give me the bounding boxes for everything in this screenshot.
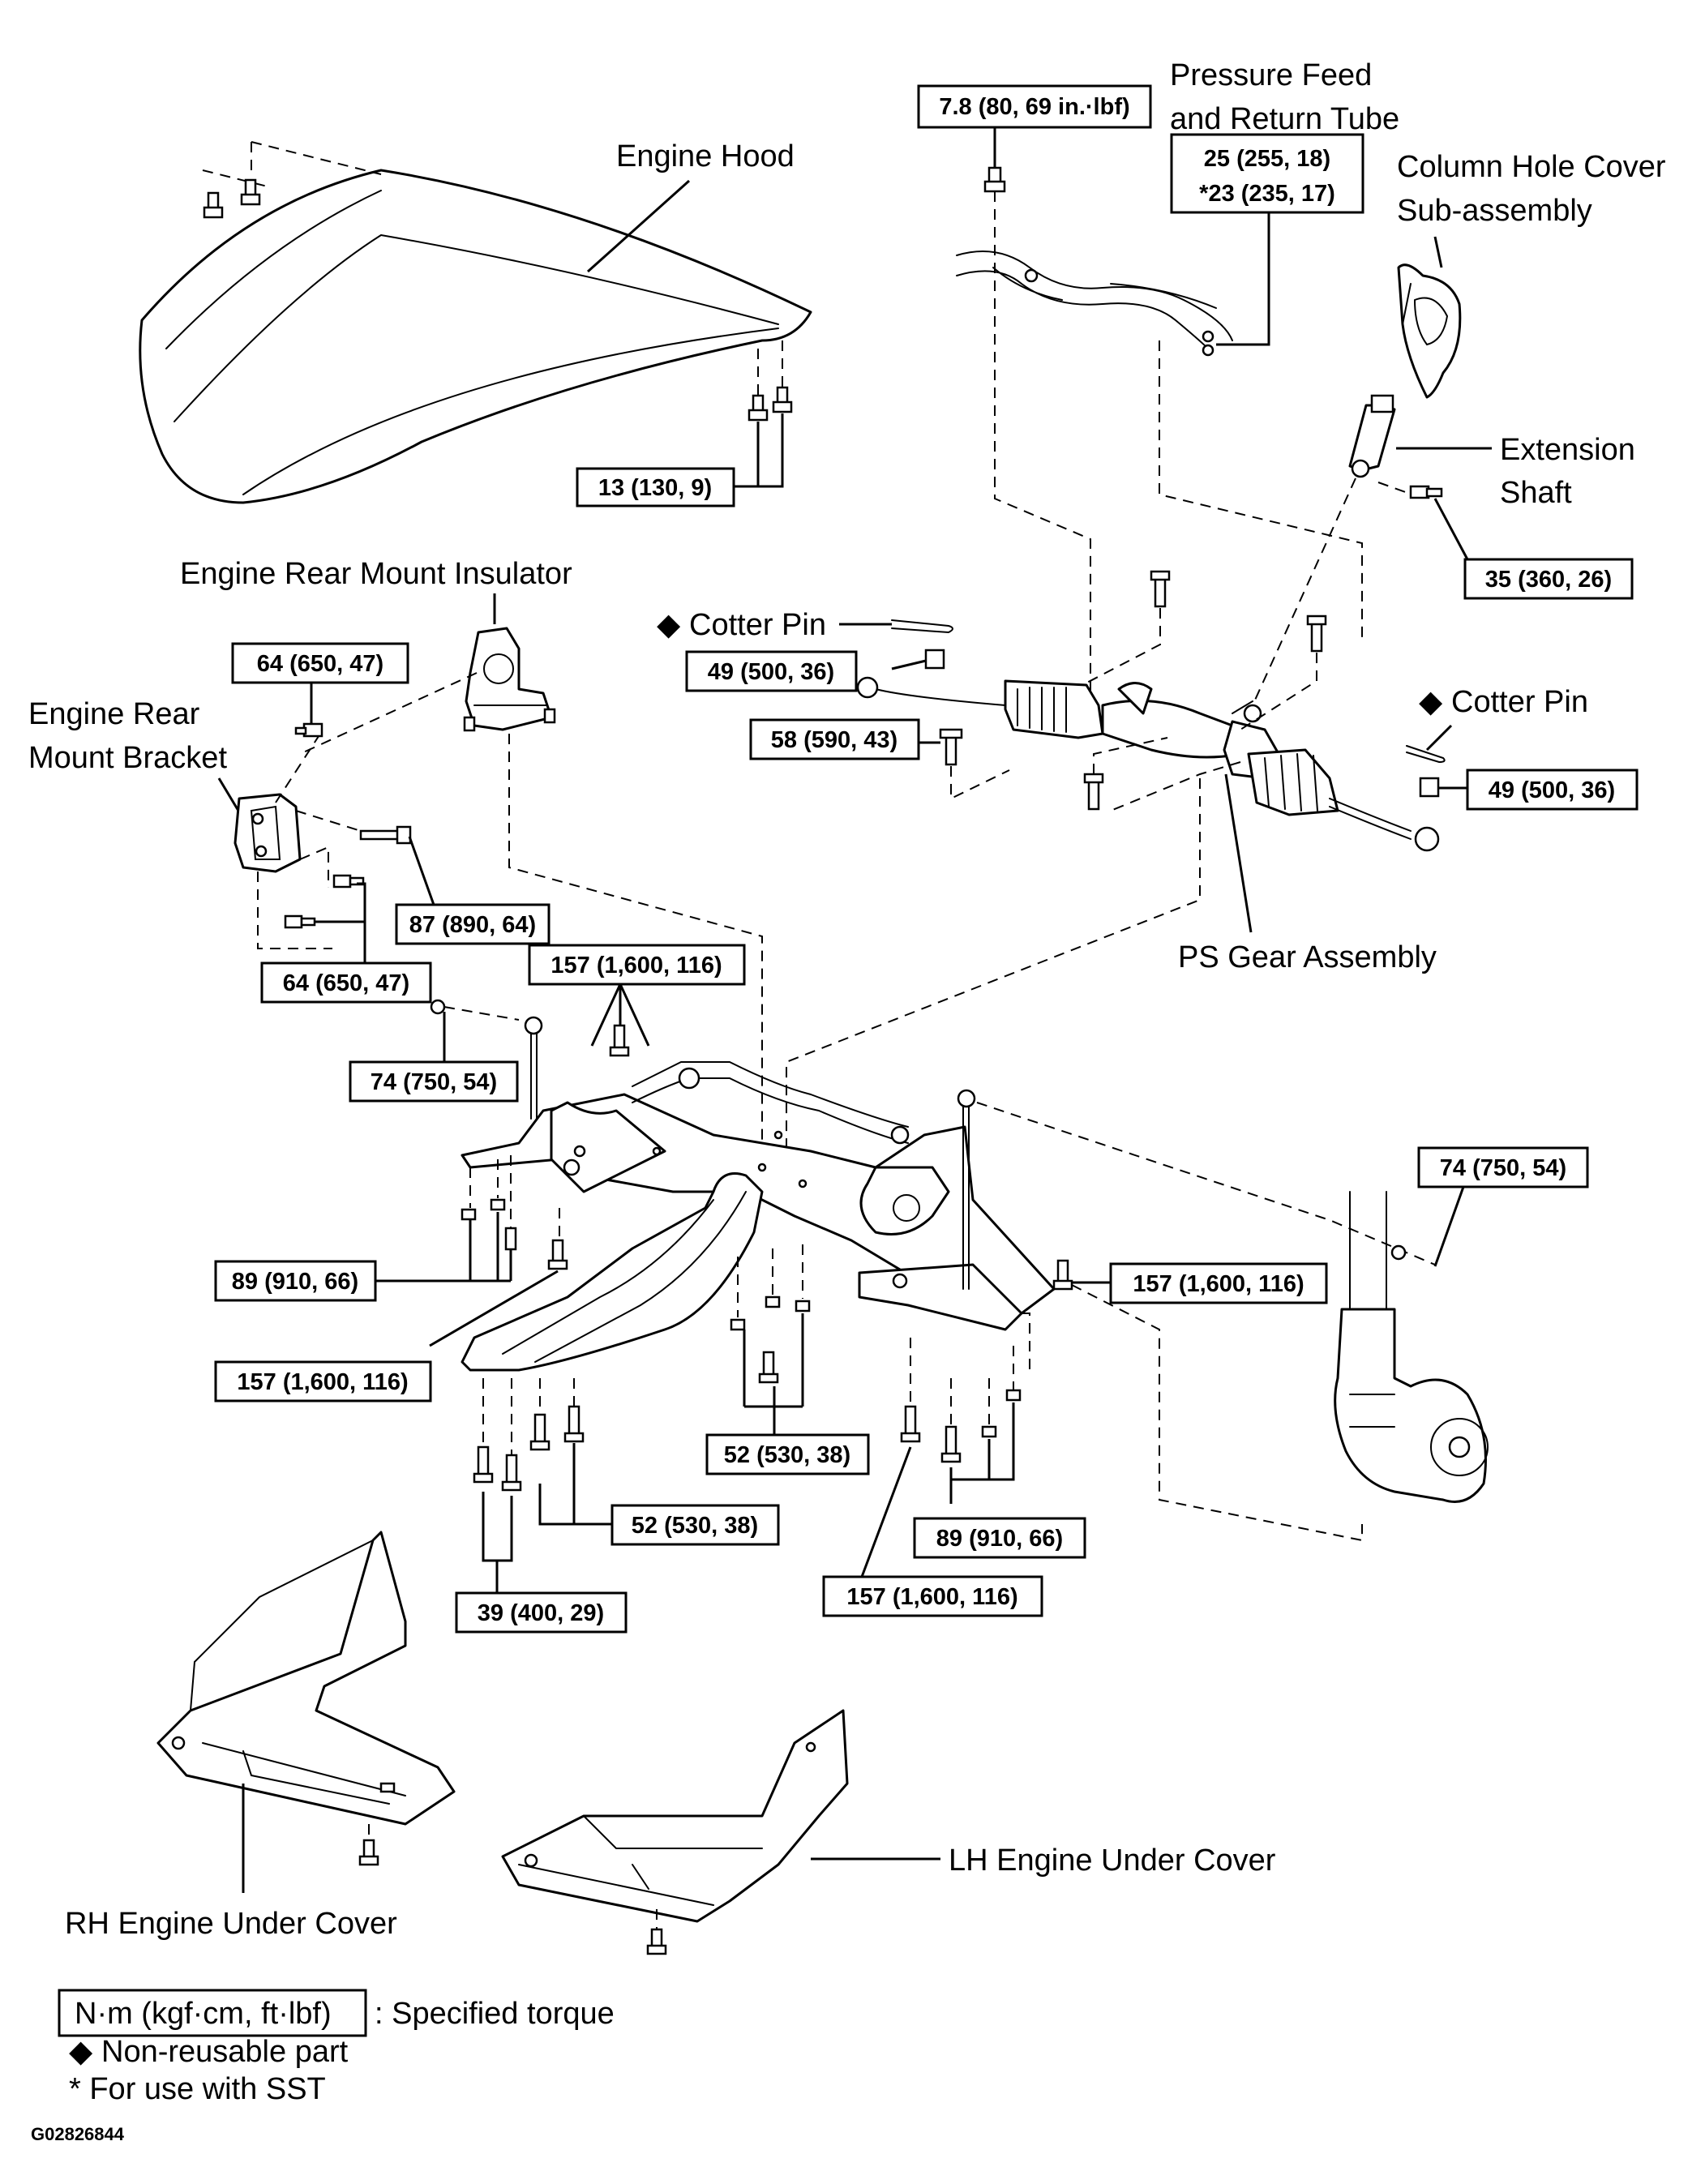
torque-13: 13 (130, 9) [576, 467, 735, 507]
svg-text:89 (910, 66): 89 (910, 66) [232, 1269, 358, 1295]
cotter-pin-left-drawing [891, 619, 953, 634]
hood-hinge-bolts-top [203, 178, 261, 219]
engine-rear-mount-bracket-label-2: Mount Bracket [28, 741, 227, 775]
engine-hood-label: Engine Hood [616, 139, 795, 173]
extension-shaft-label-1: Extension [1500, 433, 1635, 467]
torque-58: 58 (590, 43) [749, 718, 920, 760]
ps-gear-assembly-drawing [856, 676, 1440, 852]
torque-89-a: 89 (910, 66) [214, 1260, 377, 1302]
nut-left [924, 649, 945, 670]
column-hole-cover-label-2: Sub-assembly [1397, 194, 1592, 228]
engine-rear-mount-insulator-label: Engine Rear Mount Insulator [180, 557, 572, 591]
torque-64-b: 64 (650, 47) [260, 961, 432, 1004]
torque-39: 39 (400, 29) [455, 1591, 628, 1634]
lh-engine-under-cover-label: LH Engine Under Cover [949, 1844, 1276, 1878]
torque-25-23: 25 (255, 18) *23 (235, 17) [1170, 133, 1364, 214]
lower-bolts-left [473, 1378, 585, 1492]
unit-box-text: N·m (kgf·cm, ft·lbf) [75, 1997, 332, 2031]
hood-hinge-bolts-bottom [748, 340, 793, 422]
steering-knuckle-drawing [1334, 1191, 1489, 1503]
svg-text:39 (400, 29): 39 (400, 29) [478, 1600, 604, 1626]
svg-text:13 (130, 9): 13 (130, 9) [598, 475, 712, 501]
extension-bolt [1377, 482, 1443, 499]
svg-text:64 (650, 47): 64 (650, 47) [283, 970, 409, 996]
cotter-pin-right-label: Cotter Pin [1451, 685, 1588, 719]
black-diamond-icon: ◆ [657, 608, 681, 642]
rh-under-cover-bolt [358, 1824, 379, 1866]
torque-157-d: 157 (1,600, 116) [822, 1575, 1043, 1617]
svg-text:52 (530, 38): 52 (530, 38) [724, 1442, 850, 1468]
crossmember-bolts [461, 1155, 1363, 1542]
lh-under-cover-bolt [646, 1909, 667, 1955]
torque-52-b: 52 (530, 38) [610, 1504, 780, 1546]
legend-torque-unit: N·m (kgf·cm, ft·lbf) : Specified torque [58, 1989, 615, 2037]
rh-engine-under-cover-label: RH Engine Under Cover [65, 1907, 397, 1941]
pressure-feed-label-1: Pressure Feed [1170, 58, 1372, 92]
svg-text:49 (500, 36): 49 (500, 36) [708, 659, 834, 685]
engine-hood-drawing [139, 141, 812, 504]
torque-89-b: 89 (910, 66) [913, 1517, 1086, 1559]
svg-text:157 (1,600, 116): 157 (1,600, 116) [846, 1584, 1017, 1610]
torque-52-a: 52 (530, 38) [705, 1433, 870, 1475]
torque-157-c: 157 (1,600, 116) [1109, 1262, 1328, 1304]
svg-text:64 (650, 47): 64 (650, 47) [257, 651, 383, 677]
svg-text:35 (360, 26): 35 (360, 26) [1485, 567, 1612, 593]
torque-64-a: 64 (650, 47) [231, 642, 409, 684]
svg-text:49 (500, 36): 49 (500, 36) [1489, 777, 1615, 803]
svg-text:25 (255, 18): 25 (255, 18) [1204, 146, 1330, 172]
engine-rear-mount-bracket-label-1: Engine Rear [28, 697, 200, 731]
svg-text:74 (750, 54): 74 (750, 54) [371, 1069, 497, 1095]
black-diamond-icon: ◆ [1419, 685, 1443, 719]
unit-desc-text: : Specified torque [375, 1997, 615, 2031]
torque-49-a: 49 (500, 36) [685, 650, 858, 692]
svg-text:52 (530, 38): 52 (530, 38) [632, 1513, 758, 1539]
ps-gear-assembly-label: PS Gear Assembly [1178, 940, 1437, 974]
svg-text:87 (890, 64): 87 (890, 64) [409, 912, 536, 938]
torque-74-a: 74 (750, 54) [349, 1060, 519, 1103]
suspension-crossmember-drawing [461, 1061, 1056, 1372]
engine-rear-mount-bracket-drawing [233, 733, 362, 949]
svg-text:*23 (235, 17): *23 (235, 17) [1199, 181, 1335, 207]
pressure-feed-label-2: and Return Tube [1170, 102, 1399, 136]
svg-text:7.8 (80, 69 in.·lbf): 7.8 (80, 69 in.·lbf) [939, 94, 1129, 120]
torque-87: 87 (890, 64) [395, 903, 550, 945]
non-reusable-legend: Non-reusable part [101, 2035, 349, 2069]
rh-engine-under-cover-drawing [156, 1531, 456, 1826]
svg-text:157 (1,600, 116): 157 (1,600, 116) [550, 953, 722, 979]
tie-rod-bolt-left [939, 728, 1010, 800]
sst-legend: * For use with SST [69, 2072, 326, 2106]
torque-157-b: 157 (1,600, 116) [214, 1360, 432, 1402]
engine-rear-mount-insulator-drawing [299, 627, 763, 1200]
lh-engine-under-cover-drawing [501, 1709, 849, 1923]
torque-49-b: 49 (500, 36) [1466, 769, 1639, 811]
black-diamond-icon: ◆ [69, 2035, 93, 2069]
column-hole-cover-label-1: Column Hole Cover [1397, 150, 1666, 184]
extension-shaft-drawing [1252, 394, 1396, 706]
figure-code: G02826844 [31, 2124, 125, 2144]
lower-bolts-right [900, 1338, 1022, 1463]
torque-35: 35 (360, 26) [1463, 558, 1634, 600]
tube-clamp-bolt [983, 166, 1091, 693]
extension-shaft-label-2: Shaft [1500, 476, 1572, 510]
column-hole-cover-drawing [1397, 263, 1462, 399]
bolt-157-top [609, 1024, 630, 1057]
cotter-pin-right-drawing [1406, 745, 1446, 764]
torque-157-a: 157 (1,600, 116) [528, 944, 746, 986]
svg-text:89 (910, 66): 89 (910, 66) [936, 1526, 1063, 1552]
bracket-bolts [284, 722, 412, 929]
svg-text:157 (1,600, 116): 157 (1,600, 116) [1133, 1271, 1304, 1297]
svg-text:157 (1,600, 116): 157 (1,600, 116) [237, 1369, 408, 1395]
svg-text:58 (590, 43): 58 (590, 43) [771, 727, 897, 753]
svg-text:74 (750, 54): 74 (750, 54) [1440, 1155, 1566, 1181]
nut-right [1419, 777, 1440, 798]
pressure-feed-tube-drawing [956, 251, 1363, 640]
torque-74-b: 74 (750, 54) [1417, 1146, 1589, 1188]
cotter-pin-left-label: Cotter Pin [689, 608, 826, 642]
ps-gear-bolts [1082, 570, 1327, 812]
torque-7-8: 7.8 (80, 69 in.·lbf) [917, 84, 1152, 129]
